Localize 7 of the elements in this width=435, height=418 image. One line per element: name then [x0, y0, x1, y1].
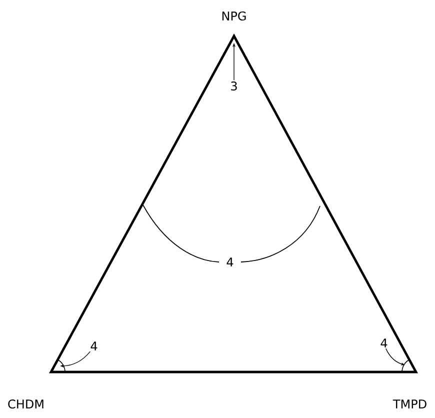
vertex-label: CHDM — [8, 399, 44, 409]
vertex-label: NPG — [222, 11, 246, 21]
curve-label: 4 — [226, 258, 234, 266]
vertex-label: TMPD — [392, 400, 426, 408]
value-label: 3 — [231, 81, 237, 91]
value-label: 4 — [380, 338, 388, 348]
value-label: 4 — [90, 342, 98, 350]
